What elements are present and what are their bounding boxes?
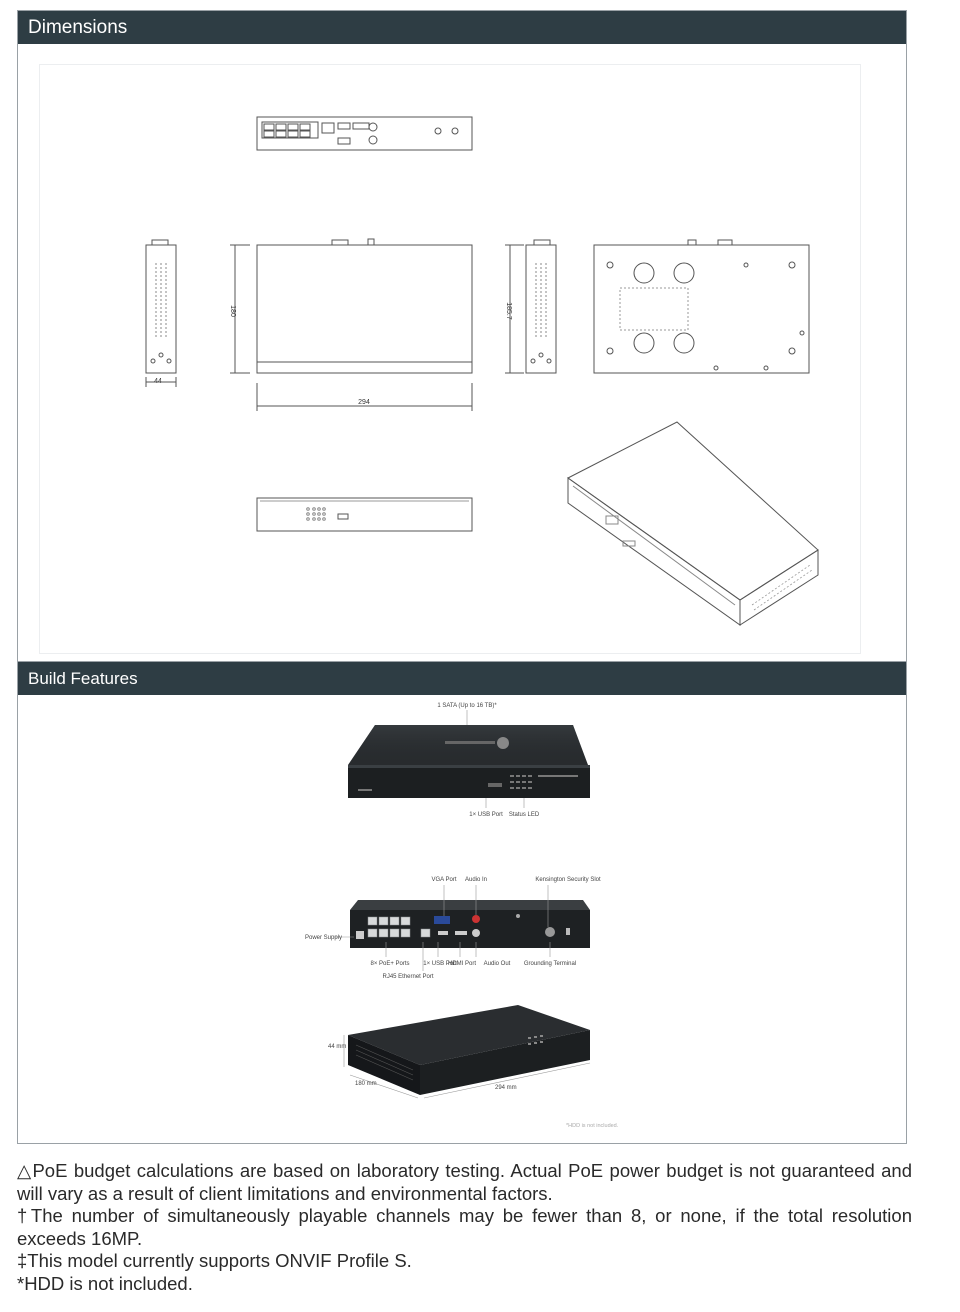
label-vga: VGA Port bbox=[431, 877, 456, 883]
footnote-hdd: *HDD is not included. bbox=[17, 1272, 193, 1294]
build-features-header: Build Features bbox=[18, 662, 906, 695]
top-view-drawing bbox=[230, 238, 473, 411]
front-view-drawing bbox=[256, 497, 473, 532]
label-audio-out: Audio Out bbox=[484, 961, 511, 967]
build-features-illustration: 1 SATA (Up to 16 TB)* 1× USB Port Status… bbox=[305, 703, 619, 1129]
nvr-rear-product bbox=[350, 900, 590, 948]
footnotes: △PoE budget calculations are based on la… bbox=[17, 1160, 912, 1295]
label-usb-front: 1× USB Port bbox=[469, 812, 503, 818]
label-hdd-note: *HDD is not included. bbox=[566, 1123, 619, 1129]
bottom-view-drawing bbox=[593, 239, 810, 374]
label-sata: 1 SATA (Up to 16 TB)* bbox=[437, 703, 497, 709]
footnote-channels: †The number of simultaneously playable c… bbox=[17, 1205, 912, 1249]
label-audio-in: Audio In bbox=[465, 877, 487, 883]
side-width-label: 44 bbox=[154, 378, 162, 385]
label-power: Power Supply bbox=[305, 935, 342, 941]
dimensions-section: Dimensions bbox=[17, 10, 907, 662]
build-features-section: Build Features bbox=[17, 662, 907, 1144]
width-label: 294 bbox=[358, 399, 370, 406]
dimensions-header: Dimensions bbox=[18, 11, 906, 44]
label-height-dim: 44 mm bbox=[328, 1044, 346, 1050]
footnote-onvif: ‡This model currently supports ONVIF Pro… bbox=[17, 1250, 412, 1271]
nvr-isometric-product bbox=[348, 1005, 590, 1095]
label-hdmi: HDMI Port bbox=[448, 961, 476, 967]
label-grounding: Grounding Terminal bbox=[524, 961, 576, 967]
nvr-front-product bbox=[348, 725, 590, 798]
left-side-drawing bbox=[145, 239, 177, 387]
right-side-drawing bbox=[505, 239, 557, 374]
dimension-drawings: 44 180 185.7 294 bbox=[39, 64, 861, 654]
depth-label: 180 bbox=[229, 305, 236, 317]
label-poe-ports: 8× PoE+ Ports bbox=[370, 961, 409, 967]
label-usb-rear: 1× USB Port bbox=[423, 961, 457, 967]
label-width-dim: 294 mm bbox=[495, 1085, 517, 1091]
rear-view-drawing bbox=[256, 116, 473, 151]
label-depth-dim: 180 mm bbox=[355, 1081, 377, 1087]
label-kensington: Kensington Security Slot bbox=[535, 877, 601, 883]
label-status-led: Status LED bbox=[509, 812, 540, 818]
label-rj45: RJ45 Ethernet Port bbox=[382, 974, 433, 980]
depth-alt-label: 185.7 bbox=[505, 302, 512, 320]
isometric-view-drawing bbox=[567, 421, 819, 626]
technical-drawing: 44 180 185.7 294 bbox=[145, 116, 819, 626]
footnote-poe: △PoE budget calculations are based on la… bbox=[17, 1160, 912, 1204]
